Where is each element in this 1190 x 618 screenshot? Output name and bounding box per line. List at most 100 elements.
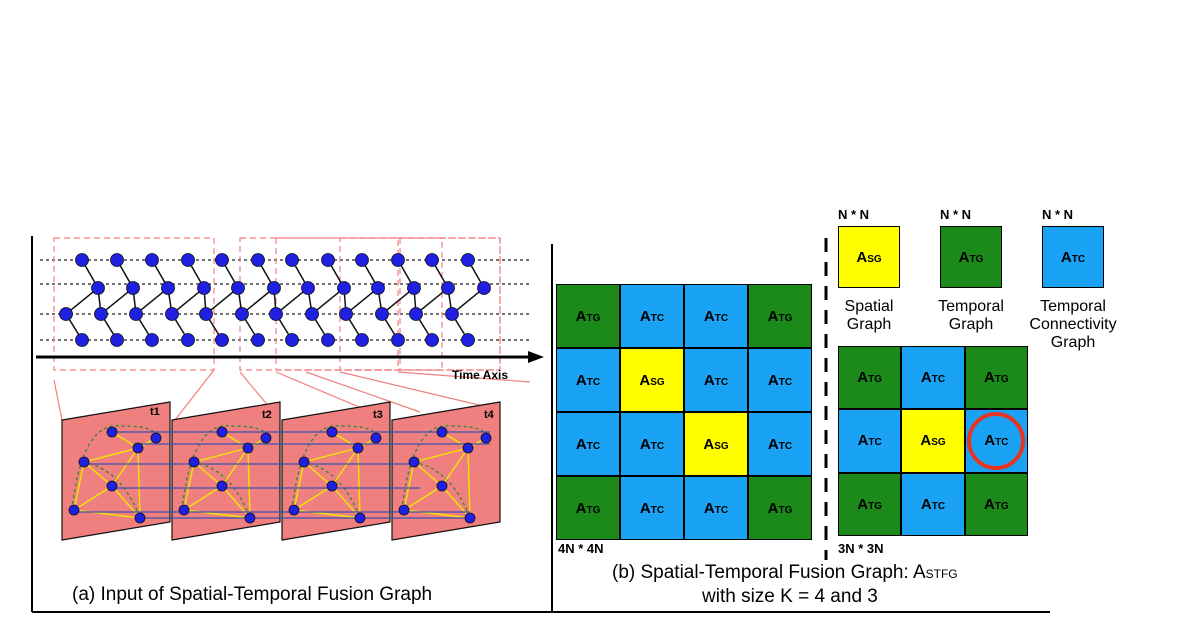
- cell-subscript: TG: [868, 500, 883, 512]
- spatial-edge: [467, 447, 471, 519]
- spatial-edge: [357, 447, 361, 519]
- spatial-chain: [65, 259, 99, 341]
- matrix-k3-size-label: 3N * 3N: [838, 541, 884, 556]
- cell-main-letter: A: [575, 371, 587, 389]
- spatial-edge: [183, 485, 223, 511]
- sliding-window: [53, 237, 215, 371]
- legend-description-line: Graph: [846, 316, 892, 333]
- spatial-edge: [221, 485, 251, 519]
- graph-node: [215, 333, 229, 347]
- frame-1: [61, 401, 171, 541]
- cell-subscript: SG: [650, 376, 665, 388]
- window-connector: [339, 371, 501, 411]
- cell-main-letter: A: [983, 495, 995, 513]
- cell-main-letter: A: [639, 371, 651, 389]
- caption-b-subscript: STFG: [925, 567, 958, 581]
- graph-node: [267, 281, 281, 295]
- cell-subscript: TG: [778, 504, 793, 516]
- frame-plane: [391, 401, 501, 541]
- spatial-edge: [73, 509, 141, 519]
- spatial-chain: [381, 259, 415, 341]
- graph-node: [407, 281, 421, 295]
- spatial-edge: [183, 461, 195, 511]
- graph-node: [339, 307, 353, 321]
- graph-node: [145, 253, 159, 267]
- spatial-edge: [111, 447, 139, 487]
- frame-node: [132, 442, 144, 454]
- legend-description-line: Graph: [948, 316, 994, 333]
- spatial-edge: [193, 447, 249, 463]
- cell-main-letter: A: [575, 435, 587, 453]
- graph-node: [409, 307, 423, 321]
- frame-node: [436, 426, 448, 438]
- graph-node: [301, 281, 315, 295]
- cell-main-letter: A: [703, 435, 715, 453]
- cell-main-letter: A: [575, 307, 587, 325]
- cell-subscript: TC: [714, 504, 729, 516]
- graph-node: [75, 253, 89, 267]
- legend-subscript: TG: [969, 253, 984, 265]
- graph-node: [199, 307, 213, 321]
- spatial-edge: [183, 509, 251, 519]
- window-connector: [53, 379, 63, 421]
- cell-subscript: TC: [868, 437, 882, 449]
- frame-label-t2: t2: [262, 409, 272, 421]
- cell-subscript: TC: [995, 437, 1009, 449]
- legend-main-letter: A: [856, 248, 868, 266]
- frame-node: [178, 504, 190, 516]
- frame-label-t1: t1: [150, 406, 160, 418]
- frame-node: [188, 456, 200, 468]
- cell-subscript: TC: [931, 374, 946, 386]
- spatial-edge: [403, 509, 471, 519]
- frame-node: [288, 504, 300, 516]
- frame-node: [78, 456, 90, 468]
- graph-node: [441, 281, 455, 295]
- spatial-edge: [83, 447, 139, 463]
- spatial-chain: [135, 259, 169, 341]
- spatial-edge: [441, 447, 469, 487]
- cell-subscript: TG: [868, 374, 883, 386]
- graph-node: [321, 333, 335, 347]
- panel-b-caption-line2: with size K = 4 and 3: [702, 586, 878, 607]
- spatial-edge: [137, 447, 141, 519]
- spatial-chain: [171, 259, 205, 341]
- cell-main-letter: A: [767, 499, 779, 517]
- frame-node: [352, 442, 364, 454]
- graph-node: [235, 307, 249, 321]
- cell-main-letter: A: [703, 371, 715, 389]
- graph-node: [94, 307, 108, 321]
- cell-main-letter: A: [857, 432, 869, 450]
- cell-main-letter: A: [857, 495, 869, 513]
- frame-2: [171, 401, 281, 541]
- graph-node: [321, 253, 335, 267]
- graph-node: [75, 333, 89, 347]
- panel-a-caption: (a) Input of Spatial-Temporal Fusion Gra…: [72, 584, 433, 605]
- frame-node: [242, 442, 254, 454]
- spatial-edge: [441, 485, 471, 519]
- spatial-chain: [241, 259, 275, 341]
- graph-node: [129, 307, 143, 321]
- spatial-chain: [311, 259, 345, 341]
- frame-node: [68, 504, 80, 516]
- graph-node: [161, 281, 175, 295]
- frame-label-t4: t4: [484, 409, 494, 421]
- frame-node: [150, 432, 162, 444]
- graph-node: [145, 333, 159, 347]
- frame-node: [106, 426, 118, 438]
- graph-node: [355, 253, 369, 267]
- cell-subscript: TC: [650, 440, 665, 452]
- legend-subscript: SG: [867, 253, 882, 265]
- frame-node: [106, 480, 118, 492]
- frame-plane: [171, 401, 281, 541]
- cell-subscript: TC: [650, 312, 665, 324]
